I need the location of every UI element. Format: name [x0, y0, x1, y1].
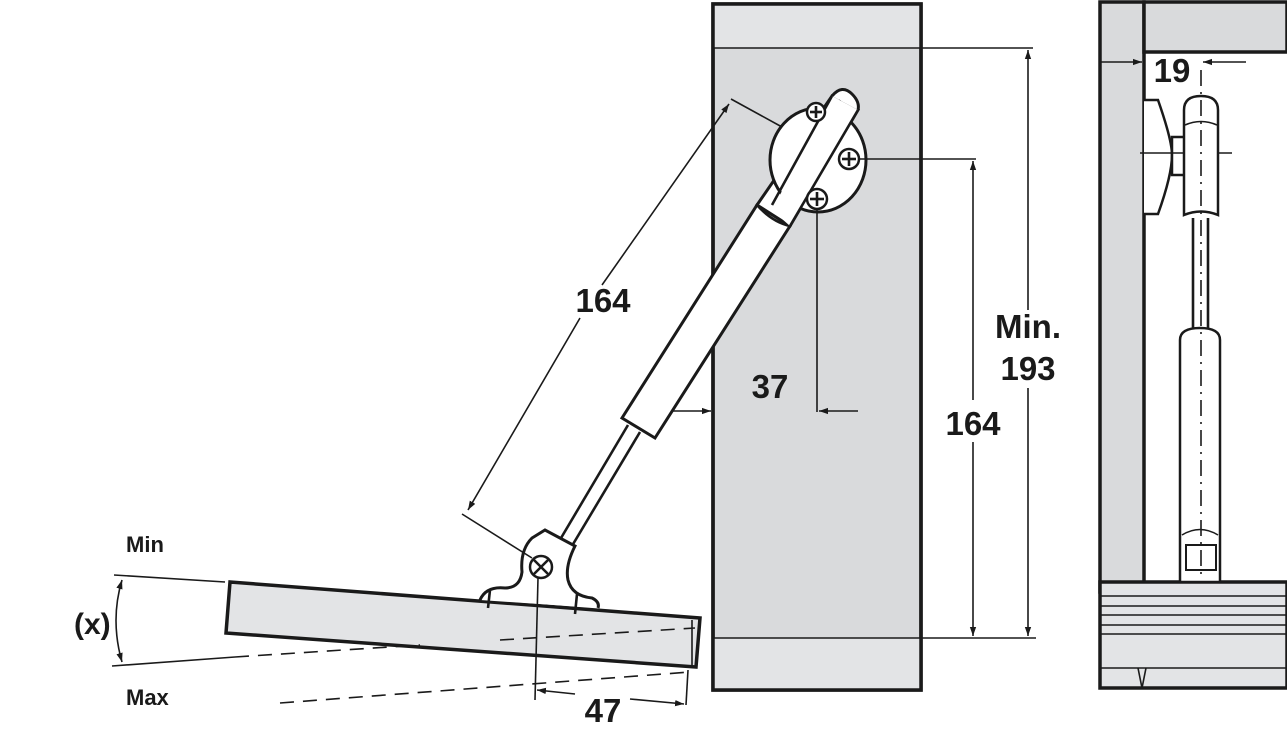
flap-panel — [224, 580, 702, 669]
flap-offset-label: 47 — [585, 692, 622, 729]
angle-x-label: (x) — [74, 608, 111, 641]
offset-37-label: 37 — [752, 368, 789, 405]
dimension-opening-angle: Min Max (x) — [74, 532, 421, 710]
dimension-min-height: Min. 193 — [921, 47, 1061, 636]
dimension-flap-offset: 47 — [279, 669, 691, 729]
angle-min-label: Min — [126, 532, 164, 557]
screw-icon — [837, 147, 861, 171]
dimension-offset-37: 37 — [672, 210, 858, 415]
top-mounting-bracket — [768, 95, 868, 227]
screw-icon — [805, 101, 827, 123]
side-offset-label: 19 — [1154, 52, 1191, 89]
screw-icon — [805, 187, 829, 211]
min-label: Min. — [995, 308, 1061, 345]
dimension-side-offset: 19 — [1100, 52, 1246, 89]
angle-max-label: Max — [126, 685, 170, 710]
side-view — [1098, 0, 1287, 690]
min-height-value: 193 — [1000, 350, 1055, 387]
dimension-mount-height: 164 — [860, 158, 1036, 639]
mount-height-label: 164 — [945, 405, 1001, 442]
strut-length-label: 164 — [575, 282, 631, 319]
flap-mounting-bracket — [478, 528, 600, 701]
dimension-strut-length: 164 — [461, 98, 783, 559]
